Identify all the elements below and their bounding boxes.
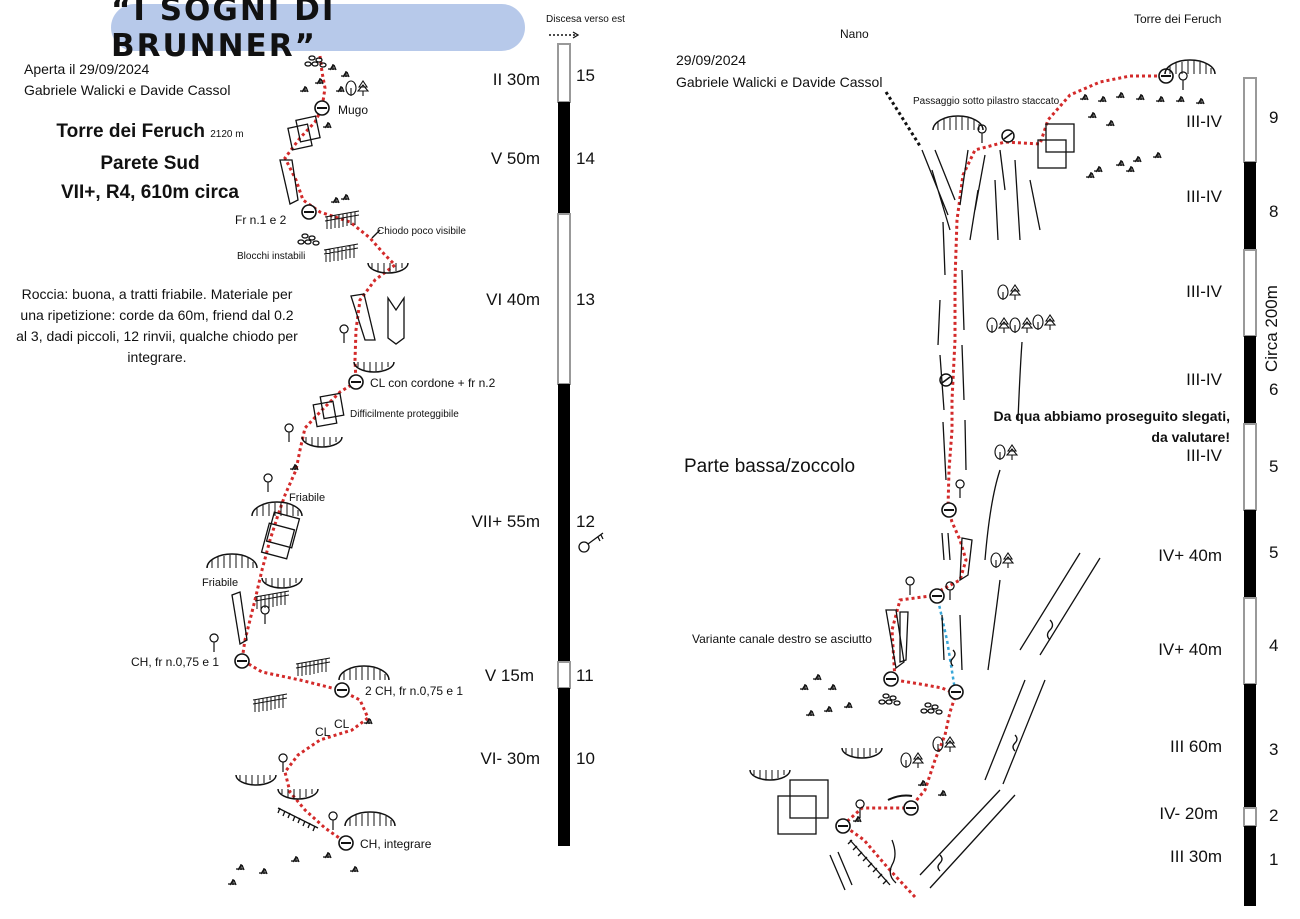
pitch-12-grade: VII+ 55m [471,512,540,531]
right-route-line [840,74,1165,899]
pitch-1-grade: III 30m [1170,847,1222,866]
pitch-4-number: 4 [1269,636,1279,655]
label-difficilmente: Difficilmente proteggibile [350,409,459,420]
route-notes: Roccia: buona, a tratti friabile. Materi… [16,286,298,365]
route-info: Torre dei Feruch 2120 m Parete Sud VII+,… [30,117,270,207]
right-authors: Gabriele Walicki e Davide Cassol [676,74,883,90]
label-cl-cordone: CL con cordone + fr n.2 [370,376,496,390]
pitch-7-grade: III-IV [1186,282,1222,301]
pitch-11-grade: V 15m [484,666,534,685]
pitch-4-grade: IV+ 40m [1158,640,1222,659]
first-ascensionists: Gabriele Walicki e Davide Cassol [24,82,231,98]
label-friabile-1: Friabile [289,492,326,504]
pitch-3-number: 3 [1269,740,1279,759]
left-pitch-bar [557,43,571,846]
pitch-10-number: 10 [576,749,595,768]
route-grade: VII+, R4, 610m circa [61,182,239,203]
pitch-2-number: 2 [1269,806,1279,825]
label-2ch: 2 CH, fr n.0,75 e 1 [365,684,464,698]
pitch-5b-grade: IV+ 40m [1158,546,1222,565]
right-date: 29/09/2024 [676,52,747,68]
label-parte-bassa: Parte bassa/zoccolo [684,456,856,477]
pitch-10-grade: VI- 30m [480,749,540,768]
label-mugo: Mugo [338,103,369,117]
pitch-14-grade: V 50m [490,149,540,168]
label-fr12: Fr n.1 e 2 [235,213,287,227]
right-pitch-bar [1243,77,1257,906]
pitch-5a-grade: III-IV [1186,446,1222,465]
label-passaggio: Passaggio sotto pilastro staccato [913,96,1060,107]
pitch-14-number: 14 [576,149,595,168]
label-cl-1: CL [334,717,350,731]
pitch-2-grade: IV- 20m [1159,804,1218,823]
label-slegati: Da qua abbiamo proseguito slegati, da va… [930,406,1230,448]
pitch-9-grade: III-IV [1186,112,1222,131]
label-ch-fr: CH, fr n.0,75 e 1 [131,655,220,669]
pitch-8-grade: III-IV [1186,187,1222,206]
variant-line [936,599,957,691]
pitch-1-number: 1 [1269,850,1279,869]
pitch-15-number: 15 [576,66,595,85]
title-banner: “I SOGNI DI BRUNNER” [111,0,525,64]
pitch-5b-number: 5 [1269,543,1279,562]
pitch-6-number: 6 [1269,380,1279,399]
peak-name: Torre dei Feruch [56,121,205,142]
pitch-12-number: 12 [576,512,595,531]
label-chiodo: Chiodo poco visibile [377,226,466,237]
label-blocchi: Blocchi instabili [237,251,306,262]
total-height-label: Circa 200m [1262,285,1281,372]
label-friabile-2: Friabile [202,577,239,589]
label-variante: Variante canale destro se asciutto [692,632,872,646]
pitch-8-number: 8 [1269,202,1279,221]
descent-label: Discesa verso est [546,14,625,25]
peak-top-label: Torre dei Feruch [1134,12,1222,26]
topo-title: “I SOGNI DI BRUNNER” [111,0,336,64]
altitude: 2120 m [210,129,244,140]
label-cl-2: CL [315,725,331,739]
pitch-9-number: 9 [1269,108,1279,127]
label-slegati-line1: Da qua abbiamo proseguito slegati, [993,408,1230,424]
pitch-13-grade: VI 40m [486,290,540,309]
label-slegati-line2: da valutare! [1151,429,1230,445]
pitch-11-number: 11 [576,666,594,685]
face-name: Parete Sud [100,153,200,174]
opening-date: Aperta il 29/09/2024 [24,61,150,77]
pitch-3-grade: III 60m [1170,737,1222,756]
label-ch-integrare: CH, integrare [360,837,432,851]
pitch-13-number: 13 [576,290,595,309]
pitch-5a-number: 5 [1269,457,1279,476]
pitch-15-grade: II 30m [492,70,540,89]
pitch-6-grade: III-IV [1186,370,1222,389]
nano-label: Nano [840,27,869,41]
